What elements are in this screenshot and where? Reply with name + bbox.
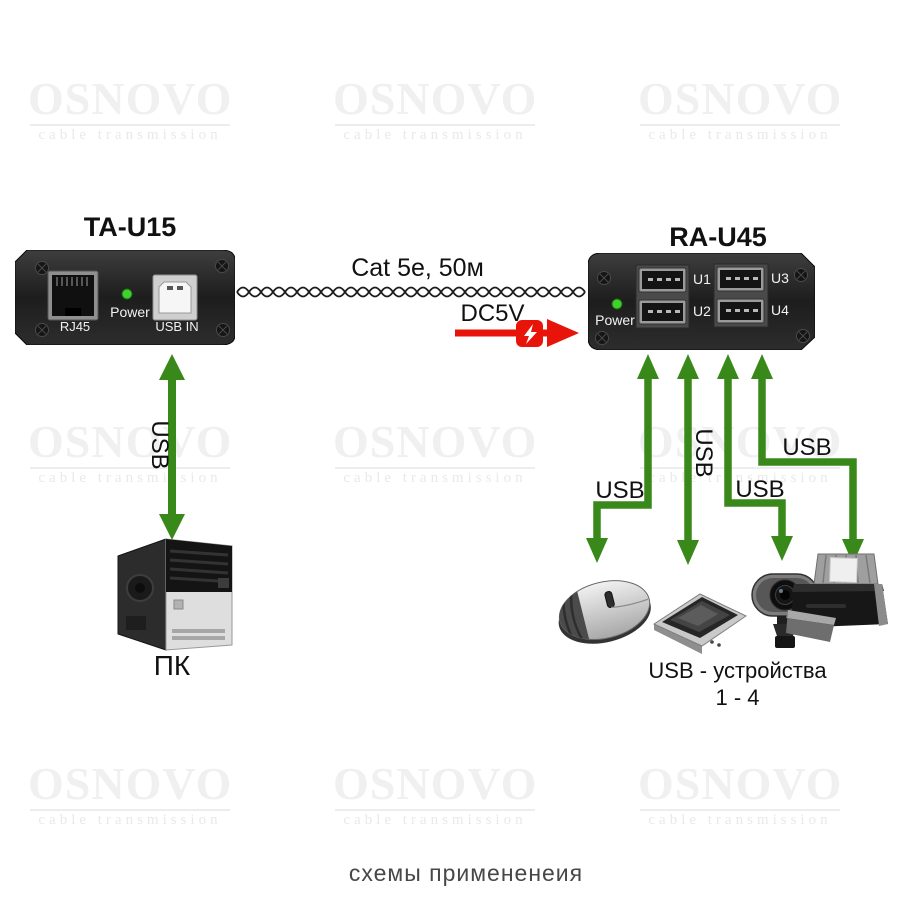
watermark-tagline: cable transmission — [38, 127, 222, 143]
usb-arrow-u2 — [677, 354, 699, 565]
usb-label-u2: USB — [690, 428, 717, 478]
usb-arrow-u4 — [751, 354, 864, 564]
devices-range: 1 - 4 — [715, 685, 760, 710]
osnovo-logo: OSNOVO — [28, 416, 233, 467]
watermark-divider — [640, 124, 840, 126]
screw-icon — [597, 271, 611, 285]
usb-arrow-u3 — [717, 354, 793, 561]
watermark-divider — [640, 809, 840, 811]
watermark-tagline: cable transmission — [648, 812, 832, 828]
page-caption: схемы примененеия — [348, 860, 584, 886]
pc-tower — [117, 538, 233, 651]
usb-a-port-block — [713, 263, 769, 328]
receiver-title: RA-U45 — [669, 222, 767, 252]
dc5v-label: DC5V — [460, 300, 525, 327]
screw-icon — [35, 261, 49, 275]
osnovo-logo: OSNOVO — [333, 758, 538, 809]
screw-icon — [794, 268, 808, 282]
usb-in-port-label: USB IN — [155, 319, 199, 334]
port-label-u4: U4 — [771, 302, 789, 318]
osnovo-watermark: OSNOVO cable transmission — [28, 761, 232, 829]
watermark-divider — [335, 809, 535, 811]
screw-icon — [796, 329, 810, 343]
osnovo-watermark: OSNOVO cable transmission — [638, 761, 842, 829]
watermark-tagline: cable transmission — [343, 127, 527, 143]
scanner-icon — [652, 593, 747, 654]
rj45-port — [47, 270, 99, 321]
power-label: Power — [110, 304, 150, 320]
watermark-divider — [30, 467, 230, 469]
usb-label-u3: USB — [735, 476, 785, 503]
rj45-port-label: RJ45 — [59, 319, 91, 334]
watermark-divider — [335, 124, 535, 126]
osnovo-logo: OSNOVO — [333, 416, 538, 467]
osnovo-watermark: OSNOVO cable transmission — [638, 76, 842, 144]
lightning-bolt-icon — [524, 324, 537, 344]
screw-icon — [215, 259, 229, 273]
usb-arrow-pc — [159, 354, 185, 540]
usb-label-u1: USB — [595, 477, 645, 504]
usb-b-port — [152, 274, 198, 321]
watermark-tagline: cable transmission — [343, 470, 527, 486]
ra-u45-device — [588, 253, 815, 350]
watermark-tagline: cable transmission — [648, 470, 832, 486]
osnovo-logo: OSNOVO — [28, 73, 233, 124]
usb-arrow-u1 — [586, 354, 659, 563]
osnovo-watermark: OSNOVO cable transmission — [28, 76, 232, 144]
cable-label: Cat 5e, 50м — [351, 254, 484, 282]
power-led — [611, 298, 623, 310]
power-label: Power — [595, 312, 635, 328]
usb-label-pc: USB — [146, 420, 173, 470]
port-label-u1: U1 — [693, 271, 711, 287]
watermark-divider — [640, 467, 840, 469]
osnovo-logo: OSNOVO — [638, 73, 843, 124]
osnovo-logo: OSNOVO — [333, 73, 538, 124]
devices-caption: USB - устройства — [648, 658, 827, 683]
osnovo-watermark: OSNOVO cable transmission — [333, 76, 537, 144]
power-led — [121, 288, 133, 300]
osnovo-watermark: OSNOVO cable transmission — [333, 761, 537, 829]
screw-icon — [595, 331, 609, 345]
dc5v-arrow — [455, 319, 579, 347]
printer-icon — [786, 553, 888, 642]
pc-label: ПК — [153, 650, 191, 681]
port-label-u2: U2 — [693, 303, 711, 319]
watermark-tagline: cable transmission — [648, 127, 832, 143]
ta-u15-device — [15, 250, 235, 345]
port-label-u3: U3 — [771, 270, 789, 286]
osnovo-watermark: OSNOVO cable transmission — [333, 419, 537, 487]
watermark-tagline: cable transmission — [38, 812, 222, 828]
osnovo-watermark: OSNOVO cable transmission — [638, 419, 842, 487]
watermark-tagline: cable transmission — [343, 812, 527, 828]
screw-icon — [35, 323, 49, 337]
osnovo-logo: OSNOVO — [638, 416, 843, 467]
watermark-divider — [30, 809, 230, 811]
osnovo-logo: OSNOVO — [638, 758, 843, 809]
watermark-divider — [30, 124, 230, 126]
osnovo-logo: OSNOVO — [28, 758, 233, 809]
usb-a-port-block — [635, 264, 690, 329]
cat5e-cable — [236, 286, 586, 298]
screw-icon — [216, 323, 230, 337]
usb-label-u4: USB — [782, 434, 832, 461]
mouse-icon — [553, 580, 651, 649]
watermark-divider — [335, 467, 535, 469]
transmitter-title: TA-U15 — [83, 212, 177, 242]
